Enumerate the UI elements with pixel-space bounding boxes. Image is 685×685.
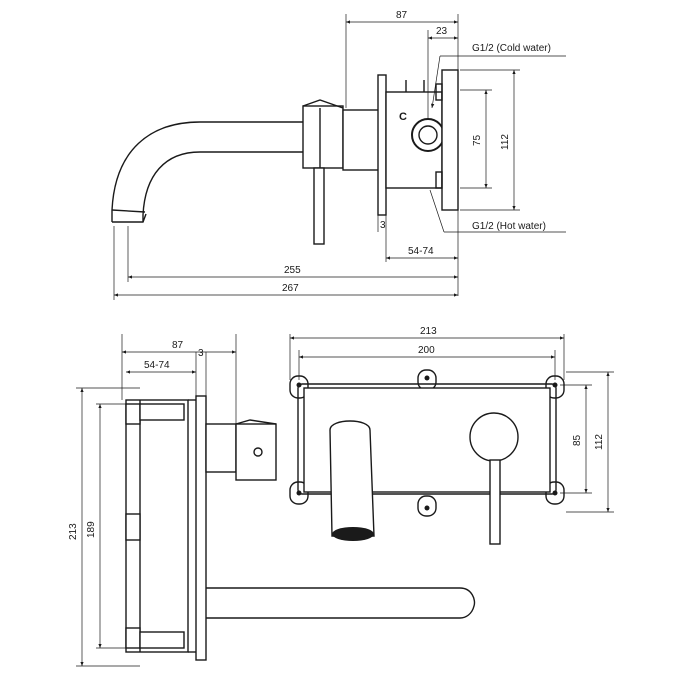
dim-87-top: 87 xyxy=(396,10,408,21)
dim-112-front: 112 xyxy=(594,434,605,450)
dim-87-left: 87 xyxy=(172,340,184,351)
dim-54-74-left: 54-74 xyxy=(144,360,170,371)
lever-handle xyxy=(313,167,325,245)
spout-base xyxy=(302,105,344,169)
dim-255: 255 xyxy=(284,265,301,276)
spout-front xyxy=(329,420,375,537)
dim-23: 23 xyxy=(436,26,448,37)
dim-189: 189 xyxy=(86,521,97,538)
mounting-frame xyxy=(297,383,557,495)
side-view: C 87 23 G1/2 (Cold water) 75 112 G1/2 (H xyxy=(111,10,566,300)
dim-213-left: 213 xyxy=(68,523,79,540)
dim-267: 267 xyxy=(282,283,299,294)
front-view: 213 200 85 112 xyxy=(289,326,614,545)
c-mark: C xyxy=(399,111,407,123)
dim-3-left: 3 xyxy=(198,348,204,359)
dim-112-top: 112 xyxy=(500,134,511,150)
dim-54-74-top: 54-74 xyxy=(408,246,434,257)
dim-213-front: 213 xyxy=(420,326,437,337)
label-cold-water: G1/2 (Cold water) xyxy=(472,43,551,54)
spout-outlet xyxy=(332,527,374,541)
bottom-left-view: 87 3 54-74 213 189 xyxy=(68,334,476,667)
label-hot-water: G1/2 (Hot water) xyxy=(472,221,546,232)
mixer-box xyxy=(385,91,443,189)
cover-plate xyxy=(342,109,384,171)
wall-plate-left xyxy=(195,395,207,661)
dim-200: 200 xyxy=(418,345,435,356)
spout-curve xyxy=(111,121,305,222)
dim-75: 75 xyxy=(472,134,483,146)
handle-knob xyxy=(469,412,519,462)
dim-85: 85 xyxy=(572,434,583,446)
handle-lever-front xyxy=(489,459,501,545)
dim-3-top: 3 xyxy=(380,220,386,231)
spout-bottom xyxy=(206,587,476,619)
